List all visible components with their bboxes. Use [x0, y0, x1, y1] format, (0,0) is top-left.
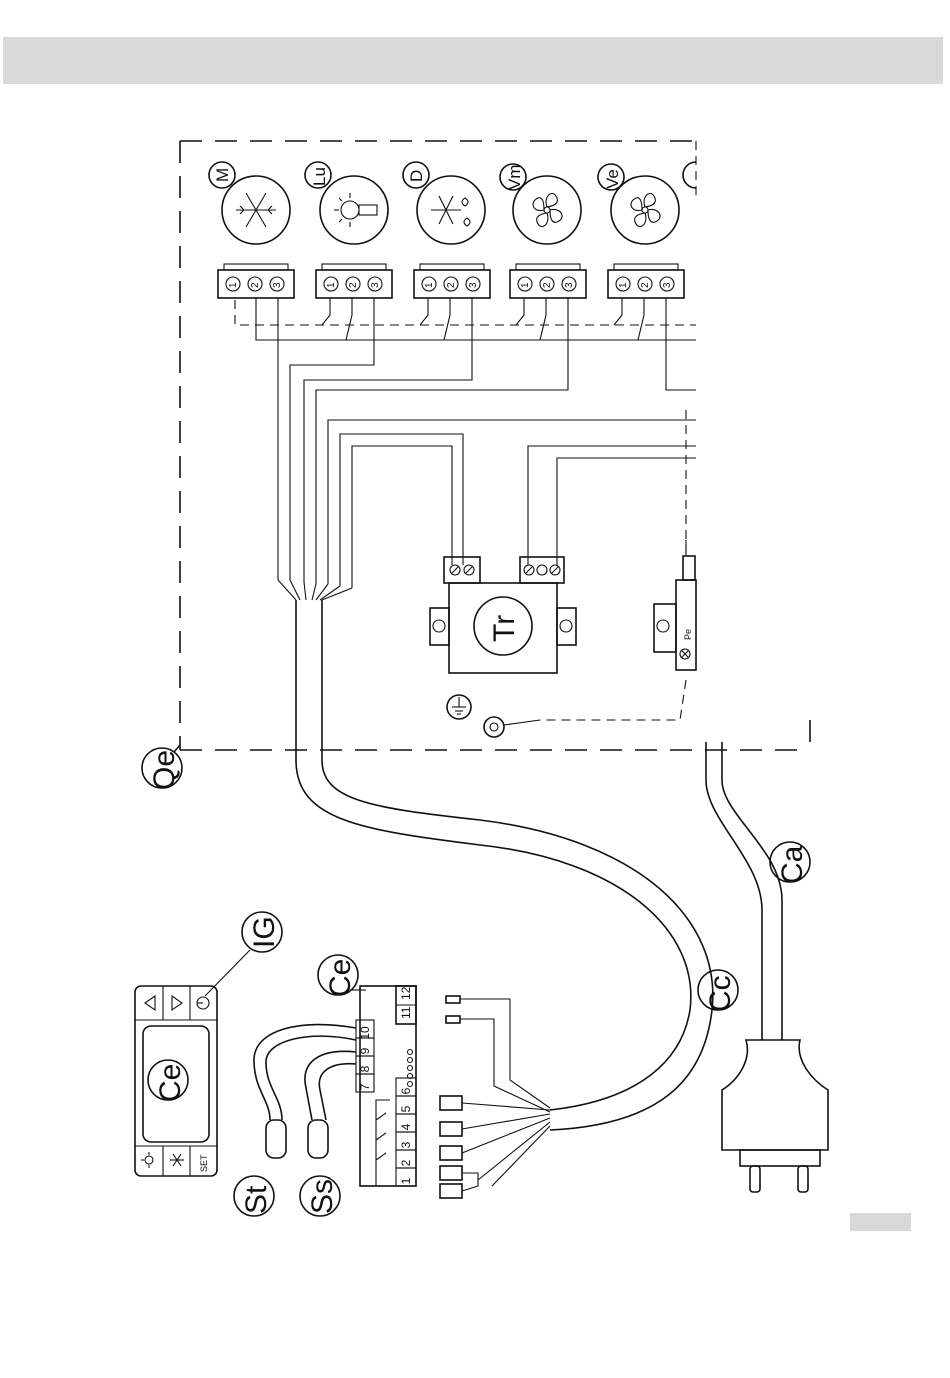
connector-pin-label: 1 — [326, 282, 337, 288]
set-button-label: SET — [199, 1154, 209, 1172]
connector-d: 1 2 3 — [414, 264, 490, 298]
transformer-label: Tr — [488, 615, 521, 642]
connector-pin-label: 3 — [662, 282, 673, 288]
component-lu: Lu — [305, 162, 388, 244]
snowflake-icon — [236, 193, 276, 227]
connector-pin-label: 1 — [228, 282, 239, 288]
callout-ce-board: Ce — [318, 955, 366, 997]
lamp-icon — [334, 193, 377, 227]
terminal-top-row: 7 8 9 10 11 12 — [356, 986, 413, 1092]
connector-vm: 1 2 3 — [510, 264, 586, 298]
terminal-number: 7 — [358, 1083, 372, 1090]
faston-terminals — [440, 996, 550, 1198]
cable-cc: Cc — [278, 580, 738, 1130]
callout-qe-label: Qe — [148, 750, 181, 790]
ground-icon — [447, 695, 540, 737]
terminal-number: 6 — [399, 1087, 413, 1094]
transformer: Tr — [430, 557, 576, 673]
connector-pin-label: 1 — [618, 282, 629, 288]
relay-switches — [376, 1100, 390, 1186]
connector-lu: 1 2 3 — [316, 264, 392, 298]
connector-pin-label: 3 — [564, 282, 575, 288]
connector-pin-label: 3 — [272, 282, 283, 288]
component-ve-label: Ve — [603, 169, 622, 189]
controller-display: SET Ce — [135, 986, 217, 1176]
light-icon — [141, 1152, 153, 1168]
connector-pin-label: 1 — [424, 282, 435, 288]
connector-pin-label: 2 — [250, 282, 261, 288]
power-plug-icon — [722, 1040, 828, 1192]
wire-harness — [235, 298, 696, 720]
probe-ss: Ss — [300, 1051, 356, 1216]
terminal-number: 8 — [358, 1065, 372, 1072]
component-d: D — [403, 162, 485, 244]
connector-pin-label: 2 — [348, 282, 359, 288]
connectors: 1 2 3 1 2 3 1 2 3 1 2 3 1 2 3 — [218, 264, 684, 298]
terminal-number: 3 — [399, 1141, 413, 1148]
connector-pin-label: 2 — [446, 282, 457, 288]
connector-pin-label: 3 — [370, 282, 381, 288]
component-m: M — [209, 162, 290, 244]
terminal-number: 2 — [399, 1159, 413, 1166]
component-ve: Ve — [598, 164, 679, 244]
terminal-number: 9 — [358, 1047, 372, 1054]
connector-m: 1 2 3 — [218, 264, 294, 298]
relay-contactor: Pe — [654, 540, 696, 670]
terminal-number: 4 — [399, 1123, 413, 1130]
defrost-icon — [431, 196, 470, 226]
arrow-up-icon — [145, 996, 155, 1010]
fan-icon — [631, 193, 660, 226]
callout-qe: Qe — [142, 745, 182, 790]
connector-pin-label: 3 — [468, 282, 479, 288]
relay-pe-label: Pe — [683, 629, 693, 640]
callout-st-label: St — [240, 1185, 273, 1214]
callout-ce-display-label: Ce — [154, 1064, 187, 1102]
terminal-bottom-row: 1 2 3 4 5 6 — [396, 1078, 416, 1186]
cabinet-outline — [180, 141, 810, 750]
connector-pin-label: 2 — [542, 282, 553, 288]
connector-pin-label: 1 — [520, 282, 531, 288]
callout-cc-label: Cc — [704, 975, 737, 1012]
callout-ig: IG — [205, 912, 282, 996]
callout-ss-label: Ss — [306, 1179, 339, 1214]
callout-ce-board-label: Ce — [324, 959, 357, 997]
terminal-number: 10 — [358, 1026, 372, 1040]
terminal-led-row — [408, 1050, 413, 1087]
terminal-number: 1 — [399, 1177, 413, 1184]
component-vm: Vm — [500, 164, 581, 244]
component-d-label: D — [407, 170, 426, 182]
terminal-number: 11 — [399, 1006, 413, 1019]
callout-ig-label: IG — [248, 916, 281, 948]
component-lu-label: Lu — [310, 167, 329, 186]
fan-icon — [533, 193, 562, 226]
arrow-down-icon — [172, 996, 182, 1010]
callout-ca-label: Ca — [776, 845, 809, 884]
defrost-small-icon — [170, 1154, 184, 1166]
terminal-number: 12 — [399, 986, 413, 1000]
component-vm-label: Vm — [505, 165, 524, 191]
terminal-number: 5 — [399, 1105, 413, 1112]
connector-pin-label: 2 — [640, 282, 651, 288]
component-m-label: M — [213, 168, 232, 182]
connector-ve: 1 2 3 — [608, 264, 684, 298]
